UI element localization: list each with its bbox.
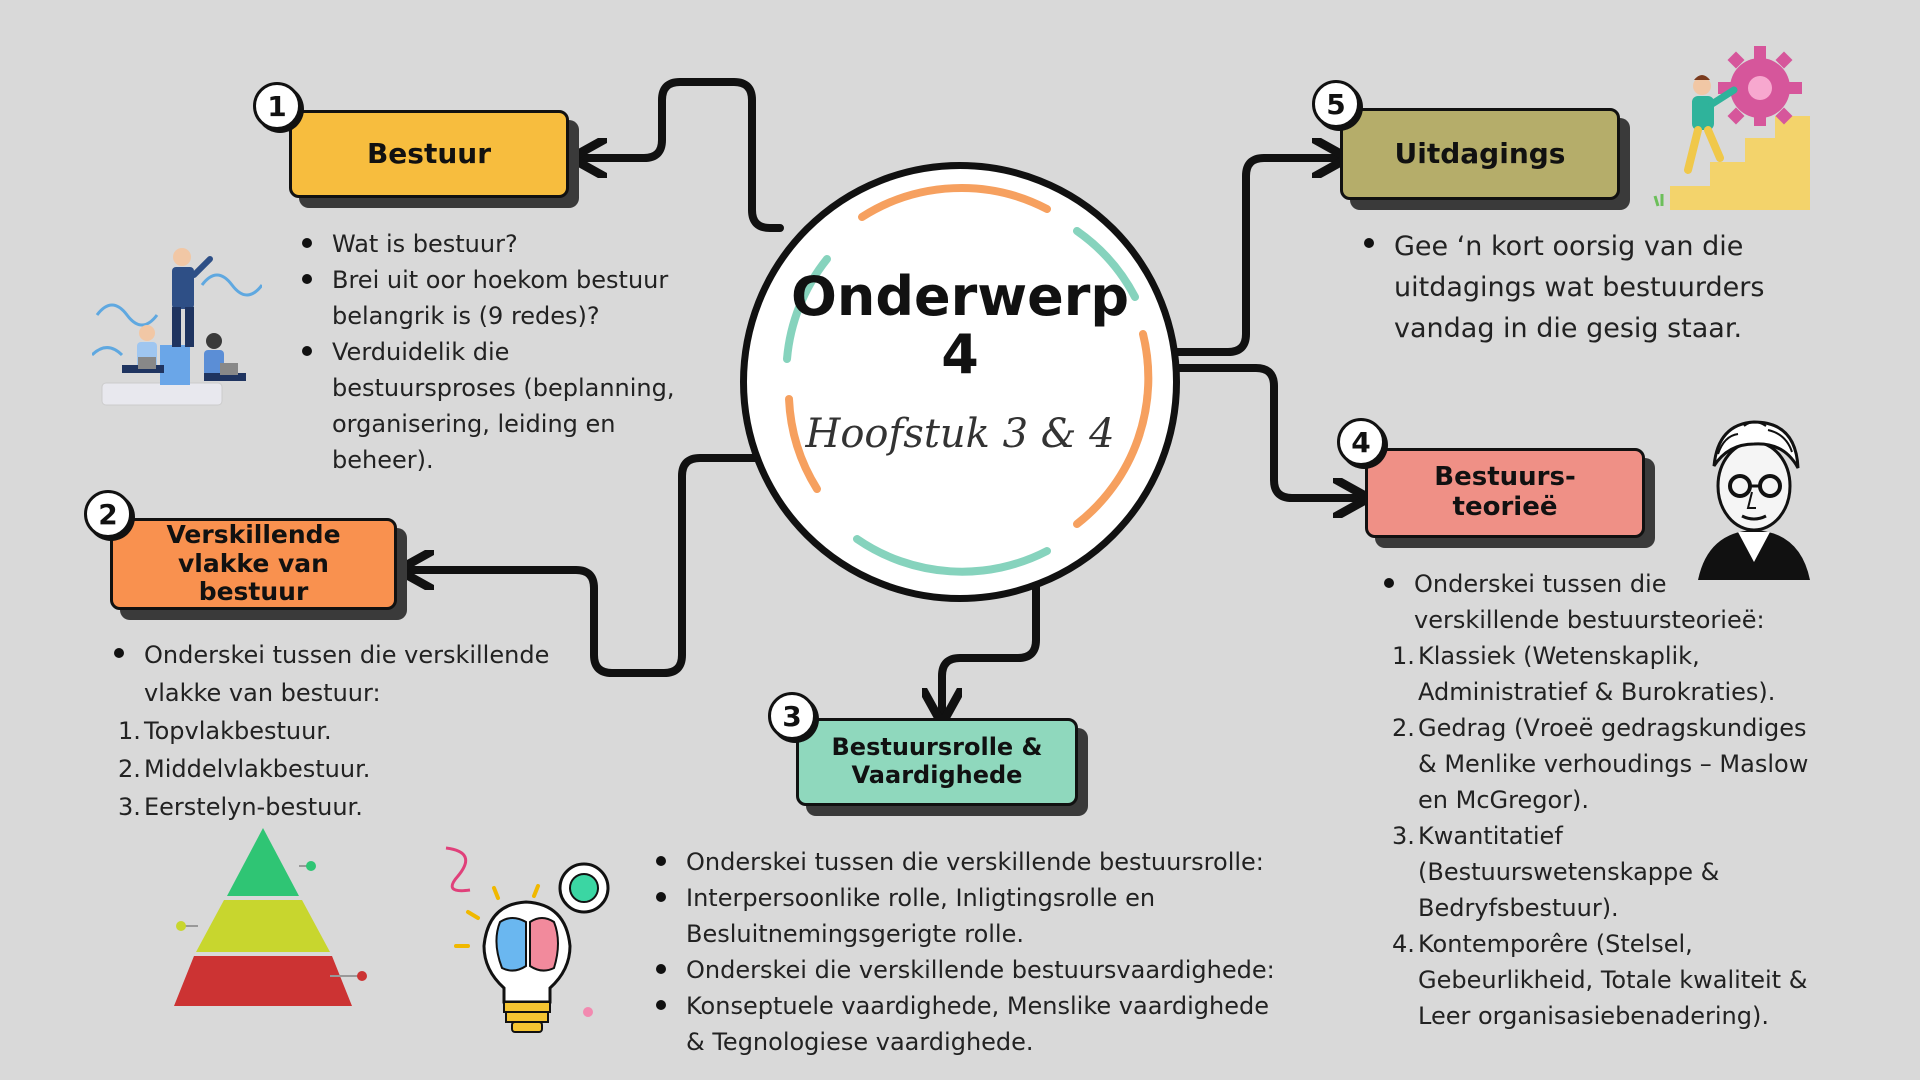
bullet-item: Gee ‘n kort oorsig van die uitdagings wa…: [1358, 226, 1798, 349]
topic-title: Bestuursrolle & Vaardighede: [831, 733, 1043, 789]
numbered-item: 2.Middelvlakbestuur.: [118, 755, 371, 783]
bullet-item: Verduidelik die bestuursproses (beplanni…: [296, 334, 696, 478]
bullet-item: Interpersoonlike rolle, Inligtingsrolle …: [650, 880, 1290, 952]
topic-5-text: Gee ‘n kort oorsig van die uitdagings wa…: [1358, 226, 1798, 349]
bullet-item: Wat is bestuur?: [296, 226, 696, 262]
numbered-item: 1.Klassiek (Wetenskaplik, Administratief…: [1392, 642, 1776, 706]
bullet-item: Onderskei tussen die verskillende vlakke…: [108, 636, 578, 712]
topic-title: Verskillende vlakke van bestuur: [166, 519, 341, 607]
bullet-item: Onderskei tussen die verskillende bestuu…: [650, 844, 1290, 880]
topic-box-teoriee: Bestuurs-teorieë: [1365, 448, 1645, 538]
numbered-item: 3.Kwantitatief (Bestuurswetenskappe & Be…: [1392, 822, 1720, 922]
numbered-item: 3.Eerstelyn-bestuur.: [118, 793, 363, 821]
topic-title: Uitdagings: [1394, 136, 1566, 170]
central-topic-circle: Onderwerp 4 Hoofstuk 3 & 4: [740, 162, 1180, 602]
center-title-line1: Onderwerp: [790, 265, 1130, 328]
topic-box-bestuur: Bestuur: [289, 110, 569, 198]
decorative-ring: [783, 184, 1153, 576]
number-badge: 3: [768, 692, 816, 740]
numbered-item: 4.Kontemporêre (Stelsel, Gebeurlikheid, …: [1392, 930, 1808, 1030]
center-title-line2: 4: [941, 323, 979, 386]
brain-lightbulb-illustration-icon: [445, 846, 610, 1033]
numbered-item: 2.Gedrag (Vroeë gedragskundiges & Menlik…: [1392, 714, 1809, 814]
topic-title: Bestuurs-teorieë: [1434, 462, 1576, 522]
number-badge: 2: [84, 490, 132, 538]
center-subtitle: Hoofstuk 3 & 4: [805, 411, 1115, 457]
topic-box-vlakke: Verskillende vlakke van bestuur: [110, 518, 397, 610]
numbered-item: 1.Topvlakbestuur.: [118, 717, 332, 745]
gear-stairs-illustration-icon: [1653, 46, 1810, 210]
number-badge: 1: [253, 82, 301, 130]
number-badge: 4: [1337, 418, 1385, 466]
bullet-item: Brei uit oor hoekom bestuur belangrik is…: [296, 262, 696, 334]
topic-2-text: Onderskei tussen die verskillende vlakke…: [108, 636, 578, 826]
topic-4-text: Onderskei tussen die verskillende bestuu…: [1378, 566, 1818, 1034]
topic-box-uitdagings: Uitdagings: [1340, 108, 1620, 200]
topic-box-rolle: Bestuursrolle & Vaardighede: [796, 718, 1078, 806]
number-badge: 5: [1312, 80, 1360, 128]
bullet-item: Onderskei die verskillende bestuursvaard…: [650, 952, 1290, 988]
theorist-portrait-illustration-icon: [1698, 420, 1810, 580]
topic-title: Bestuur: [366, 136, 492, 170]
pyramid-illustration-icon: [174, 828, 367, 1006]
topic-1-text: Wat is bestuur? Brei uit oor hoekom best…: [296, 226, 696, 478]
bullet-item: Onderskei tussen die verskillende bestuu…: [1378, 566, 1818, 638]
topic-3-text: Onderskei tussen die verskillende bestuu…: [650, 844, 1290, 1060]
bullet-item: Konseptuele vaardighede, Menslike vaardi…: [650, 988, 1290, 1060]
team-illustration-icon: [92, 248, 262, 406]
